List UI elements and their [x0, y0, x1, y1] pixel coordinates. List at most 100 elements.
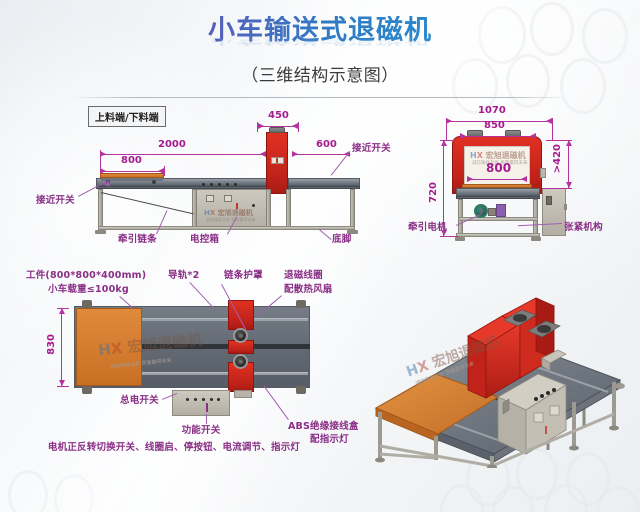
support-leg-mid-left	[192, 189, 197, 229]
dimension-850-arrow-r	[530, 133, 536, 139]
dimension-1070-tick-l	[446, 118, 447, 140]
cooling-fan-lower	[233, 354, 248, 369]
function-switch-box	[172, 390, 230, 416]
dimension-800-line	[100, 171, 164, 172]
label-abs-junction-box: ABS绝缘接线盒	[288, 421, 359, 432]
front-cross-rail	[458, 217, 538, 221]
dimension-830-line	[61, 308, 62, 386]
front-foot-left	[455, 237, 465, 241]
discharge-deck-edge	[288, 186, 360, 189]
dimension-800-cart: 800	[121, 155, 142, 166]
dimension-1070-line	[446, 121, 552, 122]
dimension-830-arrow-d	[59, 380, 65, 386]
top-view-cart	[76, 308, 142, 386]
label-traction-chain: 牵引链条	[118, 234, 157, 245]
dimension-600-arrow-l	[292, 151, 298, 157]
top-view-foot-tl	[82, 300, 92, 308]
dimension-1070: 1070	[478, 105, 506, 116]
dimension-2000: 2000	[158, 139, 186, 150]
page-title: 小车输送式退磁机	[0, 16, 640, 46]
leader-function-switch	[206, 414, 207, 424]
dimension-800-tick-r	[164, 166, 165, 176]
dimension-830: 830	[46, 334, 57, 355]
dimension-720: 720	[428, 182, 439, 203]
leader-proximity-switch-right	[330, 151, 350, 176]
foot-right	[347, 230, 358, 234]
dimension-850-arrow-l	[460, 133, 466, 139]
support-leg-left	[98, 189, 103, 229]
dimension-720-tick-bot	[440, 236, 458, 237]
front-bottom-rail	[456, 233, 540, 237]
leader-traction-chain	[156, 210, 168, 235]
label-cooling-fan: 配散热风扇	[284, 284, 333, 295]
support-leg-far-right	[350, 189, 355, 229]
dimension-1070-arrow-l	[446, 118, 452, 124]
dimension-800-front-line	[467, 179, 527, 180]
dimension-gt420-line	[568, 140, 569, 188]
dimension-800-arrow-r	[158, 168, 164, 174]
transfer-cart	[100, 173, 164, 178]
dimension-2000-line	[100, 154, 266, 155]
dimension-720-line	[443, 140, 444, 236]
loading-end-tag: 上料端/下料端	[88, 106, 166, 127]
dimension-850: 850	[484, 120, 505, 131]
label-chain-cover: 链条护罩	[224, 270, 263, 281]
dimension-450-tick-l	[257, 122, 258, 132]
foot-left	[95, 230, 106, 234]
dimension-800-front-arrow-l	[467, 176, 473, 182]
dimension-800-arrow-l	[100, 168, 106, 174]
dimension-830-tick-bot	[57, 386, 69, 387]
dimension-830-arrow-u	[59, 308, 65, 314]
iso-view-svg	[374, 297, 625, 470]
leader-foot	[318, 228, 332, 240]
dimension-gt420-tick-top	[546, 140, 572, 141]
dimension-450: 450	[268, 110, 289, 121]
label-demag-coil: 退磁线圈	[284, 270, 323, 281]
dimension-720-arrow-u	[441, 140, 447, 146]
label-abs-indicator: 配指示灯	[310, 434, 349, 445]
front-view-diagram: НХ 宏旭退磁机 诚信铸就品质 质量赢得未来 800 1070	[408, 100, 640, 260]
dimension-830-tick-top	[57, 308, 69, 309]
top-view-foot-bl	[82, 386, 92, 394]
front-deck-edge	[456, 196, 540, 199]
dimension-1070-arrow-r	[546, 118, 552, 124]
top-view-foot-tr	[296, 300, 306, 308]
label-workpiece: 工件(800*800*400mm)	[26, 270, 147, 281]
dimension-gt420-arrow-u	[566, 140, 572, 146]
label-cart-load: 小车载重≤100kg	[48, 284, 129, 295]
leader-abs-junction-box	[263, 385, 289, 420]
coil-fan-cap	[269, 127, 285, 133]
discharge-deck	[288, 178, 360, 186]
dimension-1070-tick-r	[552, 118, 553, 140]
support-leg-mid-right	[266, 189, 271, 229]
label-traction-motor: 牵引电机	[408, 222, 447, 233]
dimension-2000-arrow-r	[260, 151, 266, 157]
iso-view-diagram: НХ 宏旭退磁机 诚信铸就品质 质量赢得未来	[352, 258, 640, 470]
label-tensioner: 张紧机构	[564, 222, 603, 233]
dimension-600-line	[292, 154, 350, 155]
label-proximity-switch-right: 接近开关	[352, 143, 391, 154]
cooling-fan-upper	[233, 328, 248, 343]
traction-chain-line	[100, 192, 194, 215]
support-leg-right	[286, 189, 291, 229]
front-foot-right	[531, 237, 541, 241]
label-function-switch: 功能开关	[181, 425, 221, 436]
dimension-720-tick-top	[440, 140, 454, 141]
dimension-850-line	[460, 136, 536, 137]
page-title-reflection: 小车输送式退磁机	[0, 32, 640, 46]
dimension-450-arrow-r	[292, 123, 298, 129]
dimension-450-line	[257, 126, 299, 127]
dimension-gt420-tick-bot	[542, 188, 572, 189]
dimension-450-arrow-l	[258, 123, 264, 129]
header-divider	[72, 97, 568, 98]
dimension-800-front: 800	[486, 161, 512, 175]
lower-cross-rail	[98, 226, 355, 230]
side-view-diagram: 上料端/下料端 НХ 宏旭退磁机 诚信铸就品质 质量赢得未来	[0, 100, 410, 260]
dimension-gt420: >420	[552, 144, 563, 174]
leader-guide-rail	[189, 282, 214, 308]
label-main-power-switch: 总电开关	[120, 395, 159, 406]
top-view-diagram: НХ 宏旭退磁机 诚信铸就品质 质量赢得未来 830 工件(800*800*40…	[0, 262, 358, 512]
front-deck	[456, 188, 540, 196]
page-subtitle: （三维结构示意图）	[241, 66, 399, 87]
label-proximity-switch-left: 接近开关	[36, 195, 75, 206]
